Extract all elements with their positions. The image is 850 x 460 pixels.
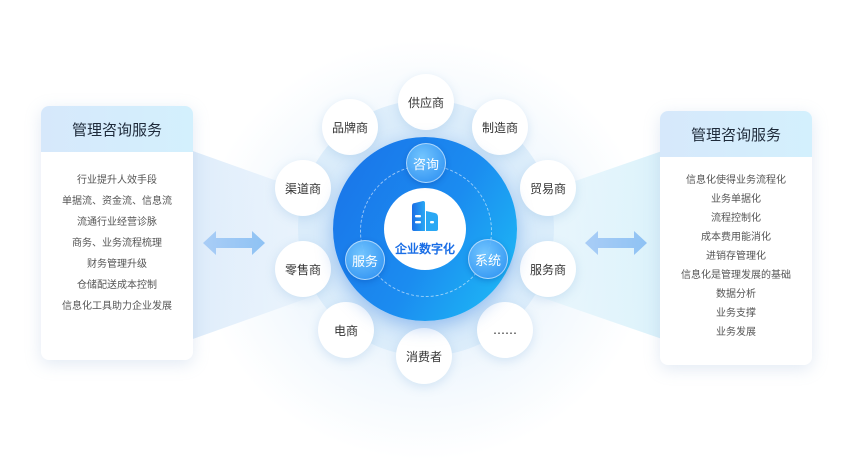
bubble-consulting: 咨询 (406, 143, 446, 183)
bubble-service: 服务 (345, 240, 385, 280)
node-brand: 品牌商 (322, 99, 378, 155)
node-service-provider: 服务商 (520, 241, 576, 297)
list-item: 业务发展 (716, 327, 756, 338)
list-item: 数据分析 (716, 289, 756, 300)
left-service-card: 管理咨询服务 行业提升人效手段 单据流、资金流、信息流 流通行业经营诊脉 商务、… (41, 106, 193, 360)
building-icon (412, 201, 438, 231)
right-service-card: 管理咨询服务 信息化使得业务流程化 业务单据化 流程控制化 成本费用能消化 进销… (660, 111, 812, 365)
list-item: 成本费用能消化 (701, 232, 771, 243)
node-more: …… (477, 302, 533, 358)
double-arrow-right-icon (585, 231, 647, 255)
list-item: 单据流、资金流、信息流 (62, 196, 172, 207)
list-item: 进销存管理化 (706, 251, 766, 262)
list-item: 信息化是管理发展的基础 (681, 270, 791, 281)
bubble-system: 系统 (468, 239, 508, 279)
node-manufacturer: 制造商 (472, 99, 528, 155)
right-card-list: 信息化使得业务流程化 业务单据化 流程控制化 成本费用能消化 进销存管理化 信息… (660, 157, 812, 342)
list-item: 财务管理升级 (87, 259, 147, 270)
right-card-title: 管理咨询服务 (660, 111, 812, 157)
list-item: 商务、业务流程梳理 (72, 238, 162, 249)
double-arrow-left-icon (203, 231, 265, 255)
list-item: 流程控制化 (711, 213, 761, 224)
node-consumer: 消费者 (396, 328, 452, 384)
list-item: 流通行业经营诊脉 (77, 217, 157, 228)
list-item: 信息化工具助力企业发展 (62, 301, 172, 312)
node-supplier: 供应商 (398, 74, 454, 130)
list-item: 仓储配送成本控制 (77, 280, 157, 291)
list-item: 业务支撑 (716, 308, 756, 319)
node-channel: 渠道商 (275, 160, 331, 216)
left-card-list: 行业提升人效手段 单据流、资金流、信息流 流通行业经营诊脉 商务、业务流程梳理 … (41, 152, 193, 317)
center-label: 企业数字化 (394, 242, 455, 256)
list-item: 行业提升人效手段 (77, 175, 157, 186)
left-card-title: 管理咨询服务 (41, 106, 193, 152)
list-item: 业务单据化 (711, 194, 761, 205)
node-trader: 贸易商 (520, 160, 576, 216)
node-retailer: 零售商 (275, 241, 331, 297)
list-item: 信息化使得业务流程化 (686, 175, 786, 186)
node-ecommerce: 电商 (318, 302, 374, 358)
